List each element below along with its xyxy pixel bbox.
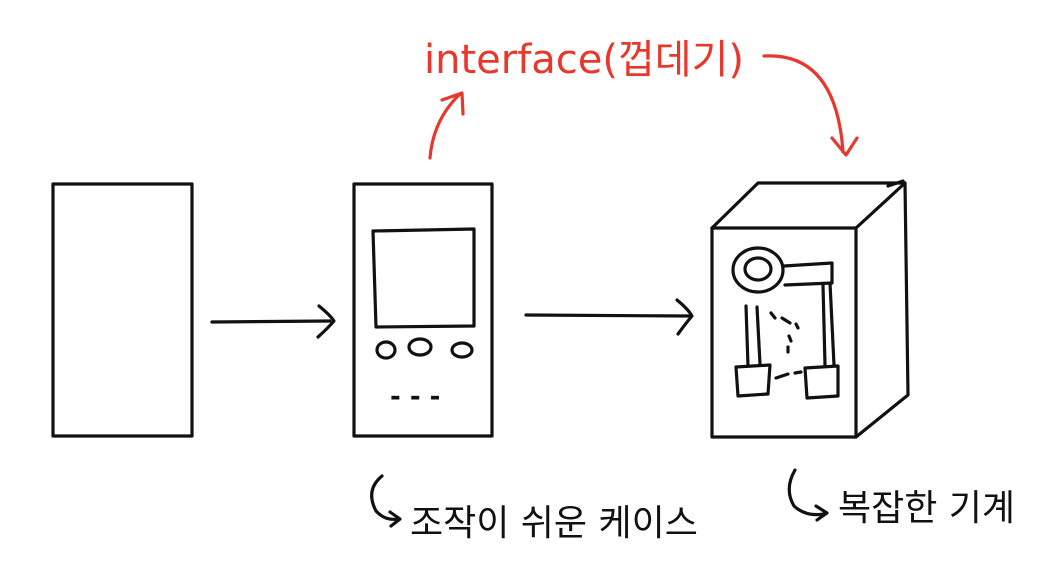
red-arrow-up [428,92,462,160]
complex-machine-box [710,179,910,439]
easy-case-label: 조작이 쉬운 케이스 [410,503,698,544]
device-dashes: - - - [390,382,440,412]
complex-machine-annotation: 복잡한 기계 [787,468,1015,529]
easy-case-device: - - - [352,182,494,438]
complex-machine-label: 복잡한 기계 [838,488,1015,529]
device-buttons [375,337,474,360]
interface-label: interface(껍데기) [424,37,744,83]
machine-parts [731,246,840,400]
arrow-1 [210,304,336,339]
red-arrow-down [762,54,845,154]
easy-case-annotation: 조작이 쉬운 케이스 [370,474,698,544]
device-screen [371,227,476,329]
interface-annotation: interface(껍데기) [424,37,859,160]
plain-box [51,182,194,438]
arrow-2 [524,298,694,336]
